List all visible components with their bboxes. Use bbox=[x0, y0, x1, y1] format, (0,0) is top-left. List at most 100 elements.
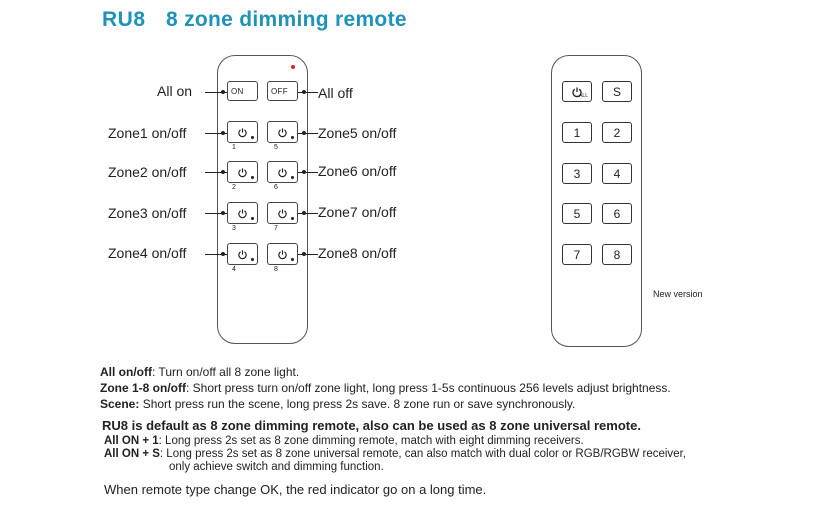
number-button-7[interactable]: 7 bbox=[562, 244, 592, 265]
leader-dot bbox=[221, 131, 225, 135]
callout-zone7: Zone7 on/off bbox=[318, 204, 397, 220]
power-icon bbox=[278, 167, 287, 177]
number-label: 4 bbox=[613, 166, 621, 181]
all-on-button[interactable]: ON bbox=[227, 81, 258, 101]
zone7-number: 7 bbox=[274, 225, 278, 232]
all-on-button-label: ON bbox=[231, 86, 244, 96]
zone6-number: 6 bbox=[274, 184, 278, 191]
zone2-number: 2 bbox=[232, 184, 236, 191]
number-button-4[interactable]: 4 bbox=[602, 163, 632, 184]
zone-dot bbox=[251, 136, 254, 139]
new-version-label: New version bbox=[653, 289, 703, 299]
number-button-3[interactable]: 3 bbox=[562, 163, 592, 184]
zone5-button[interactable] bbox=[267, 121, 298, 143]
desc-default-heading: RU8 is default as 8 zone dimming remote,… bbox=[102, 418, 641, 433]
leader-line bbox=[298, 133, 318, 134]
power-icon bbox=[238, 208, 247, 218]
zone-dot bbox=[291, 258, 294, 261]
desc-final-note: When remote type change OK, the red indi… bbox=[104, 482, 487, 497]
desc-all-onoff: All on/off: Turn on/off all 8 zone light… bbox=[100, 365, 299, 379]
power-icon bbox=[238, 249, 247, 259]
number-button-5[interactable]: 5 bbox=[562, 203, 592, 224]
desc-allon-1: All ON + 1: Long press 2s set as 8 zone … bbox=[104, 435, 584, 447]
red-indicator-light bbox=[291, 65, 295, 69]
desc-scene: Scene: Short press run the scene, long p… bbox=[100, 397, 575, 411]
zone2-button[interactable] bbox=[227, 161, 258, 183]
callout-zone6: Zone6 on/off bbox=[318, 163, 397, 179]
page-title: 8 zone dimming remote bbox=[166, 8, 407, 31]
scene-button[interactable]: S bbox=[602, 81, 632, 102]
leader-dot bbox=[302, 90, 306, 94]
callout-zone2: Zone2 on/off bbox=[108, 164, 187, 180]
leader-line bbox=[205, 254, 227, 255]
zone-dot bbox=[251, 176, 254, 179]
number-label: 2 bbox=[613, 125, 621, 140]
desc-allon-s-cont: only achieve switch and dimming function… bbox=[169, 461, 384, 473]
zone6-button[interactable] bbox=[267, 161, 298, 183]
desc-term: Zone 1-8 on/off bbox=[100, 381, 186, 395]
leader-dot bbox=[302, 170, 306, 174]
zone7-button[interactable] bbox=[267, 202, 298, 224]
leader-line bbox=[205, 92, 227, 93]
remote-original bbox=[217, 55, 308, 344]
callout-zone5: Zone5 on/off bbox=[318, 125, 397, 141]
leader-line bbox=[205, 172, 227, 173]
leader-dot bbox=[302, 211, 306, 215]
number-button-6[interactable]: 6 bbox=[602, 203, 632, 224]
desc-text: : Long press 2s set as 8 zone universal … bbox=[159, 448, 686, 460]
callout-all-on: All on bbox=[157, 83, 193, 99]
desc-text: : Turn on/off all 8 zone light. bbox=[151, 365, 300, 379]
number-label: 7 bbox=[573, 247, 581, 262]
callout-zone4: Zone4 on/off bbox=[108, 245, 187, 261]
desc-text: : Long press 2s set as 8 zone dimming re… bbox=[158, 435, 584, 447]
zone-dot bbox=[291, 217, 294, 220]
number-label: 3 bbox=[573, 166, 581, 181]
callout-zone8: Zone8 on/off bbox=[318, 245, 397, 261]
all-off-button[interactable]: OFF bbox=[267, 81, 298, 101]
number-button-1[interactable]: 1 bbox=[562, 122, 592, 143]
leader-dot bbox=[221, 211, 225, 215]
zone-dot bbox=[291, 136, 294, 139]
zone4-number: 4 bbox=[232, 266, 236, 273]
power-icon bbox=[278, 127, 287, 137]
zone8-number: 8 bbox=[274, 266, 278, 273]
callout-zone3: Zone3 on/off bbox=[108, 205, 187, 221]
leader-dot bbox=[221, 170, 225, 174]
number-label: 8 bbox=[613, 247, 621, 262]
number-label: 1 bbox=[573, 125, 581, 140]
leader-line bbox=[298, 254, 318, 255]
number-label: 5 bbox=[573, 206, 581, 221]
number-button-2[interactable]: 2 bbox=[602, 122, 632, 143]
desc-term: All on/off bbox=[100, 365, 152, 379]
zone-dot bbox=[251, 258, 254, 261]
zone1-button[interactable] bbox=[227, 121, 258, 143]
zone-dot bbox=[291, 176, 294, 179]
number-label: 6 bbox=[613, 206, 621, 221]
zone4-button[interactable] bbox=[227, 243, 258, 265]
desc-zone-onoff: Zone 1-8 on/off: Short press turn on/off… bbox=[100, 381, 671, 395]
zone5-number: 5 bbox=[274, 144, 278, 151]
zone3-button[interactable] bbox=[227, 202, 258, 224]
desc-term: Scene: bbox=[100, 397, 140, 411]
leader-dot bbox=[302, 131, 306, 135]
zone8-button[interactable] bbox=[267, 243, 298, 265]
callout-all-off: All off bbox=[318, 85, 353, 101]
desc-text: : Short press turn on/off zone light, lo… bbox=[186, 381, 671, 395]
leader-line bbox=[298, 172, 318, 173]
desc-term: All ON + 1 bbox=[104, 435, 159, 447]
zone3-number: 3 bbox=[232, 225, 236, 232]
leader-line bbox=[298, 92, 318, 93]
scene-button-label: S bbox=[612, 84, 621, 99]
zone1-number: 1 bbox=[232, 144, 236, 151]
desc-allon-s: All ON + S: Long press 2s set as 8 zone … bbox=[104, 448, 686, 460]
all-power-button[interactable]: ALL bbox=[562, 81, 592, 102]
number-button-8[interactable]: 8 bbox=[602, 244, 632, 265]
desc-term: All ON + S bbox=[104, 448, 160, 460]
remote-new-version bbox=[551, 55, 642, 347]
leader-line bbox=[205, 133, 227, 134]
power-icon bbox=[278, 208, 287, 218]
leader-dot bbox=[221, 90, 225, 94]
power-icon bbox=[278, 249, 287, 259]
power-icon bbox=[572, 87, 582, 97]
callout-zone1: Zone1 on/off bbox=[108, 125, 187, 141]
